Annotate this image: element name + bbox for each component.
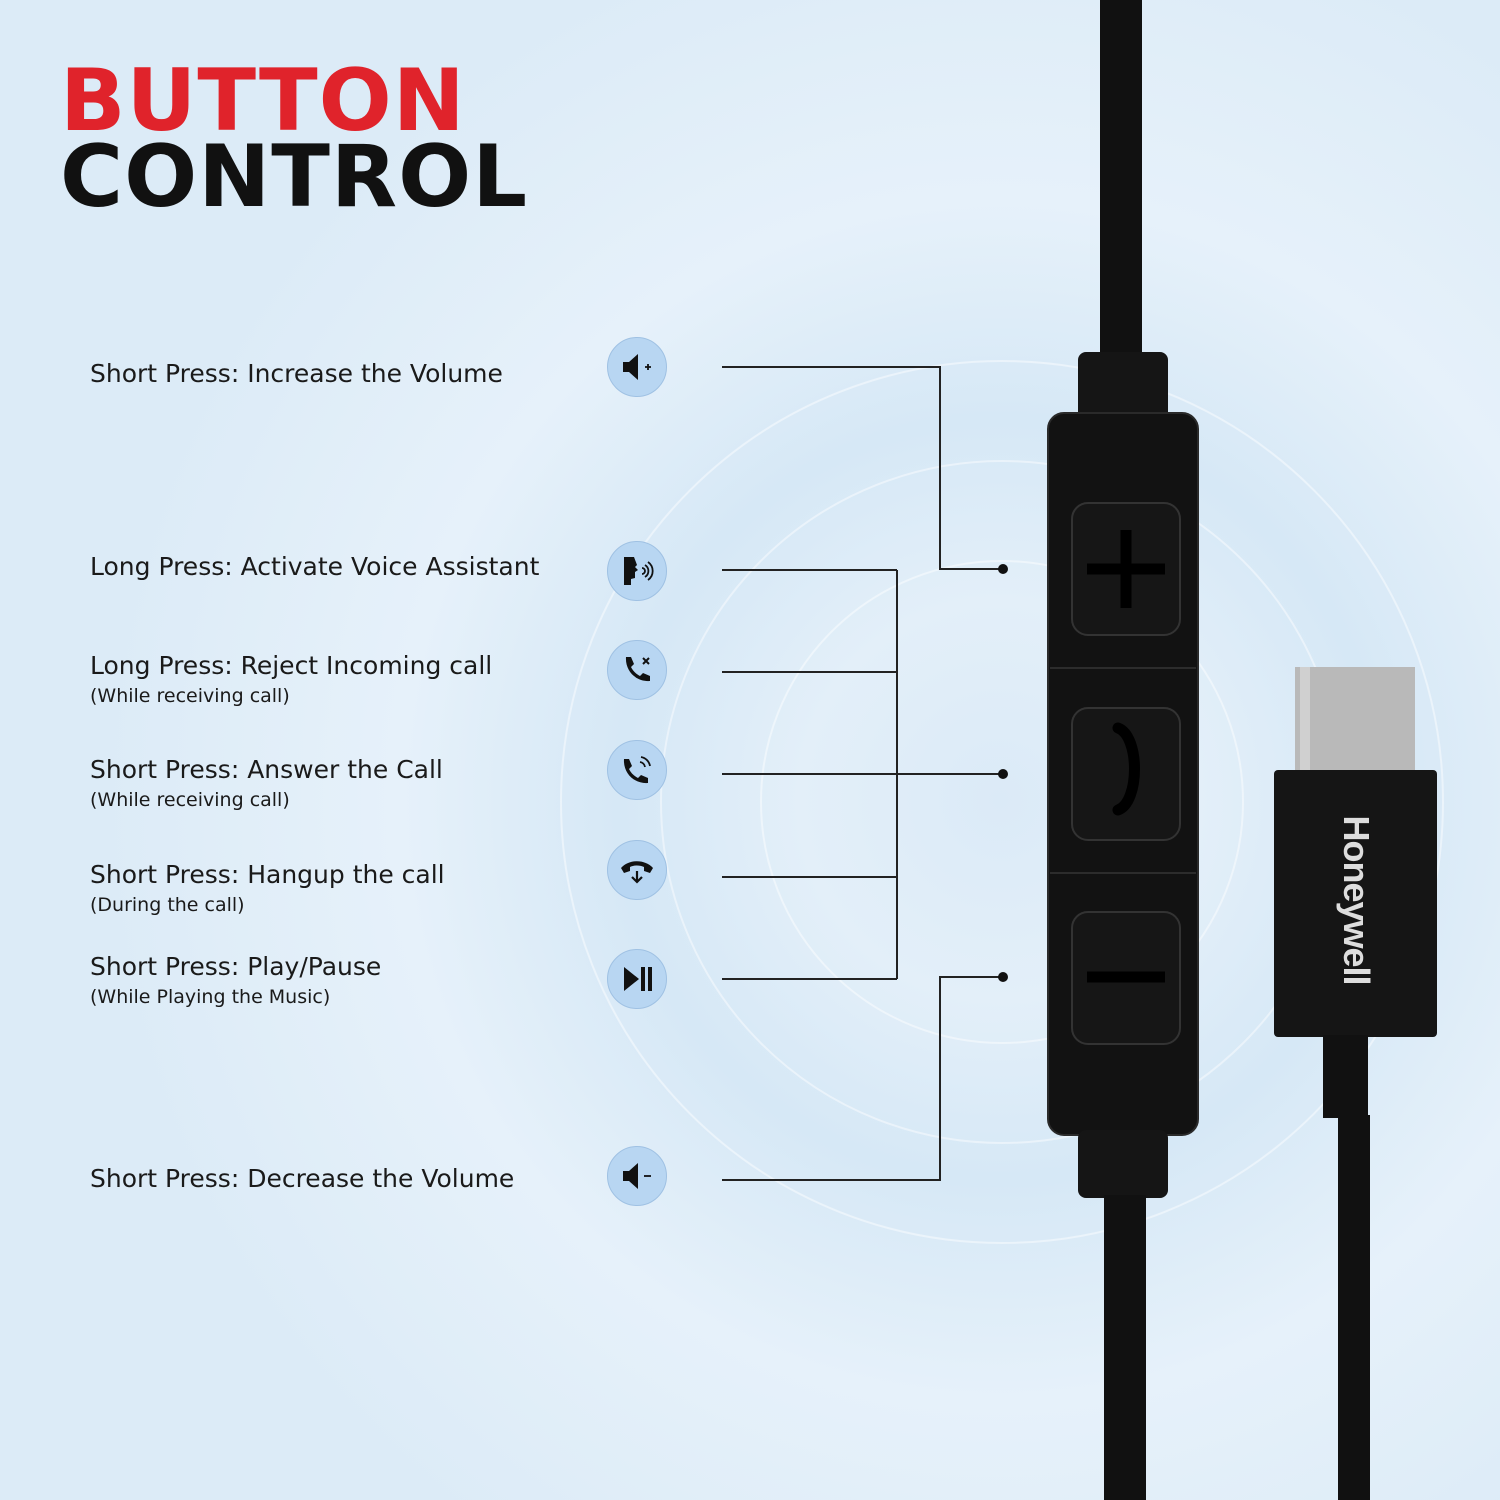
callout-volume-down <box>722 976 1003 1181</box>
background-ring <box>560 360 1444 1244</box>
callout-dot <box>998 972 1008 982</box>
hangup-icon <box>607 840 667 900</box>
callout-dot <box>998 564 1008 574</box>
play-pause-icon <box>607 949 667 1009</box>
sub-hangup: (During the call) <box>90 894 245 916</box>
callout-dot <box>998 769 1008 779</box>
usb-c-housing <box>1274 770 1437 1037</box>
sub-play-pause: (While Playing the Music) <box>90 986 331 1008</box>
label-answer-call: Short Press: Answer the Call <box>90 755 443 784</box>
label-volume-down: Short Press: Decrease the Volume <box>90 1164 515 1193</box>
volume-down-icon <box>607 1146 667 1206</box>
label-volume-up: Short Press: Increase the Volume <box>90 359 503 388</box>
remote-bottom-cap <box>1078 1130 1168 1198</box>
callout-volume-up <box>722 366 1003 570</box>
brand-logo: Honeywell <box>1336 815 1377 985</box>
voice-assistant-icon <box>607 541 667 601</box>
title-line-2: CONTROL <box>60 127 528 227</box>
label-reject-call: Long Press: Reject Incoming call <box>90 651 493 680</box>
call-button <box>1071 707 1181 841</box>
sub-answer-call: (While receiving call) <box>90 789 290 811</box>
usb-c-plug <box>1295 667 1415 775</box>
sub-reject-call: (While receiving call) <box>90 685 290 707</box>
volume-up-icon <box>607 337 667 397</box>
cable-top <box>1100 0 1142 360</box>
usb-cable <box>1338 1115 1370 1500</box>
title-line-1: BUTTON <box>60 51 466 151</box>
label-voice-assistant: Long Press: Activate Voice Assistant <box>90 552 540 581</box>
cable-bottom <box>1104 1195 1146 1500</box>
answer-call-icon <box>607 740 667 800</box>
reject-call-icon <box>607 640 667 700</box>
label-hangup: Short Press: Hangup the call <box>90 860 445 889</box>
label-play-pause: Short Press: Play/Pause <box>90 952 382 981</box>
remote-top-cap <box>1078 352 1168 422</box>
